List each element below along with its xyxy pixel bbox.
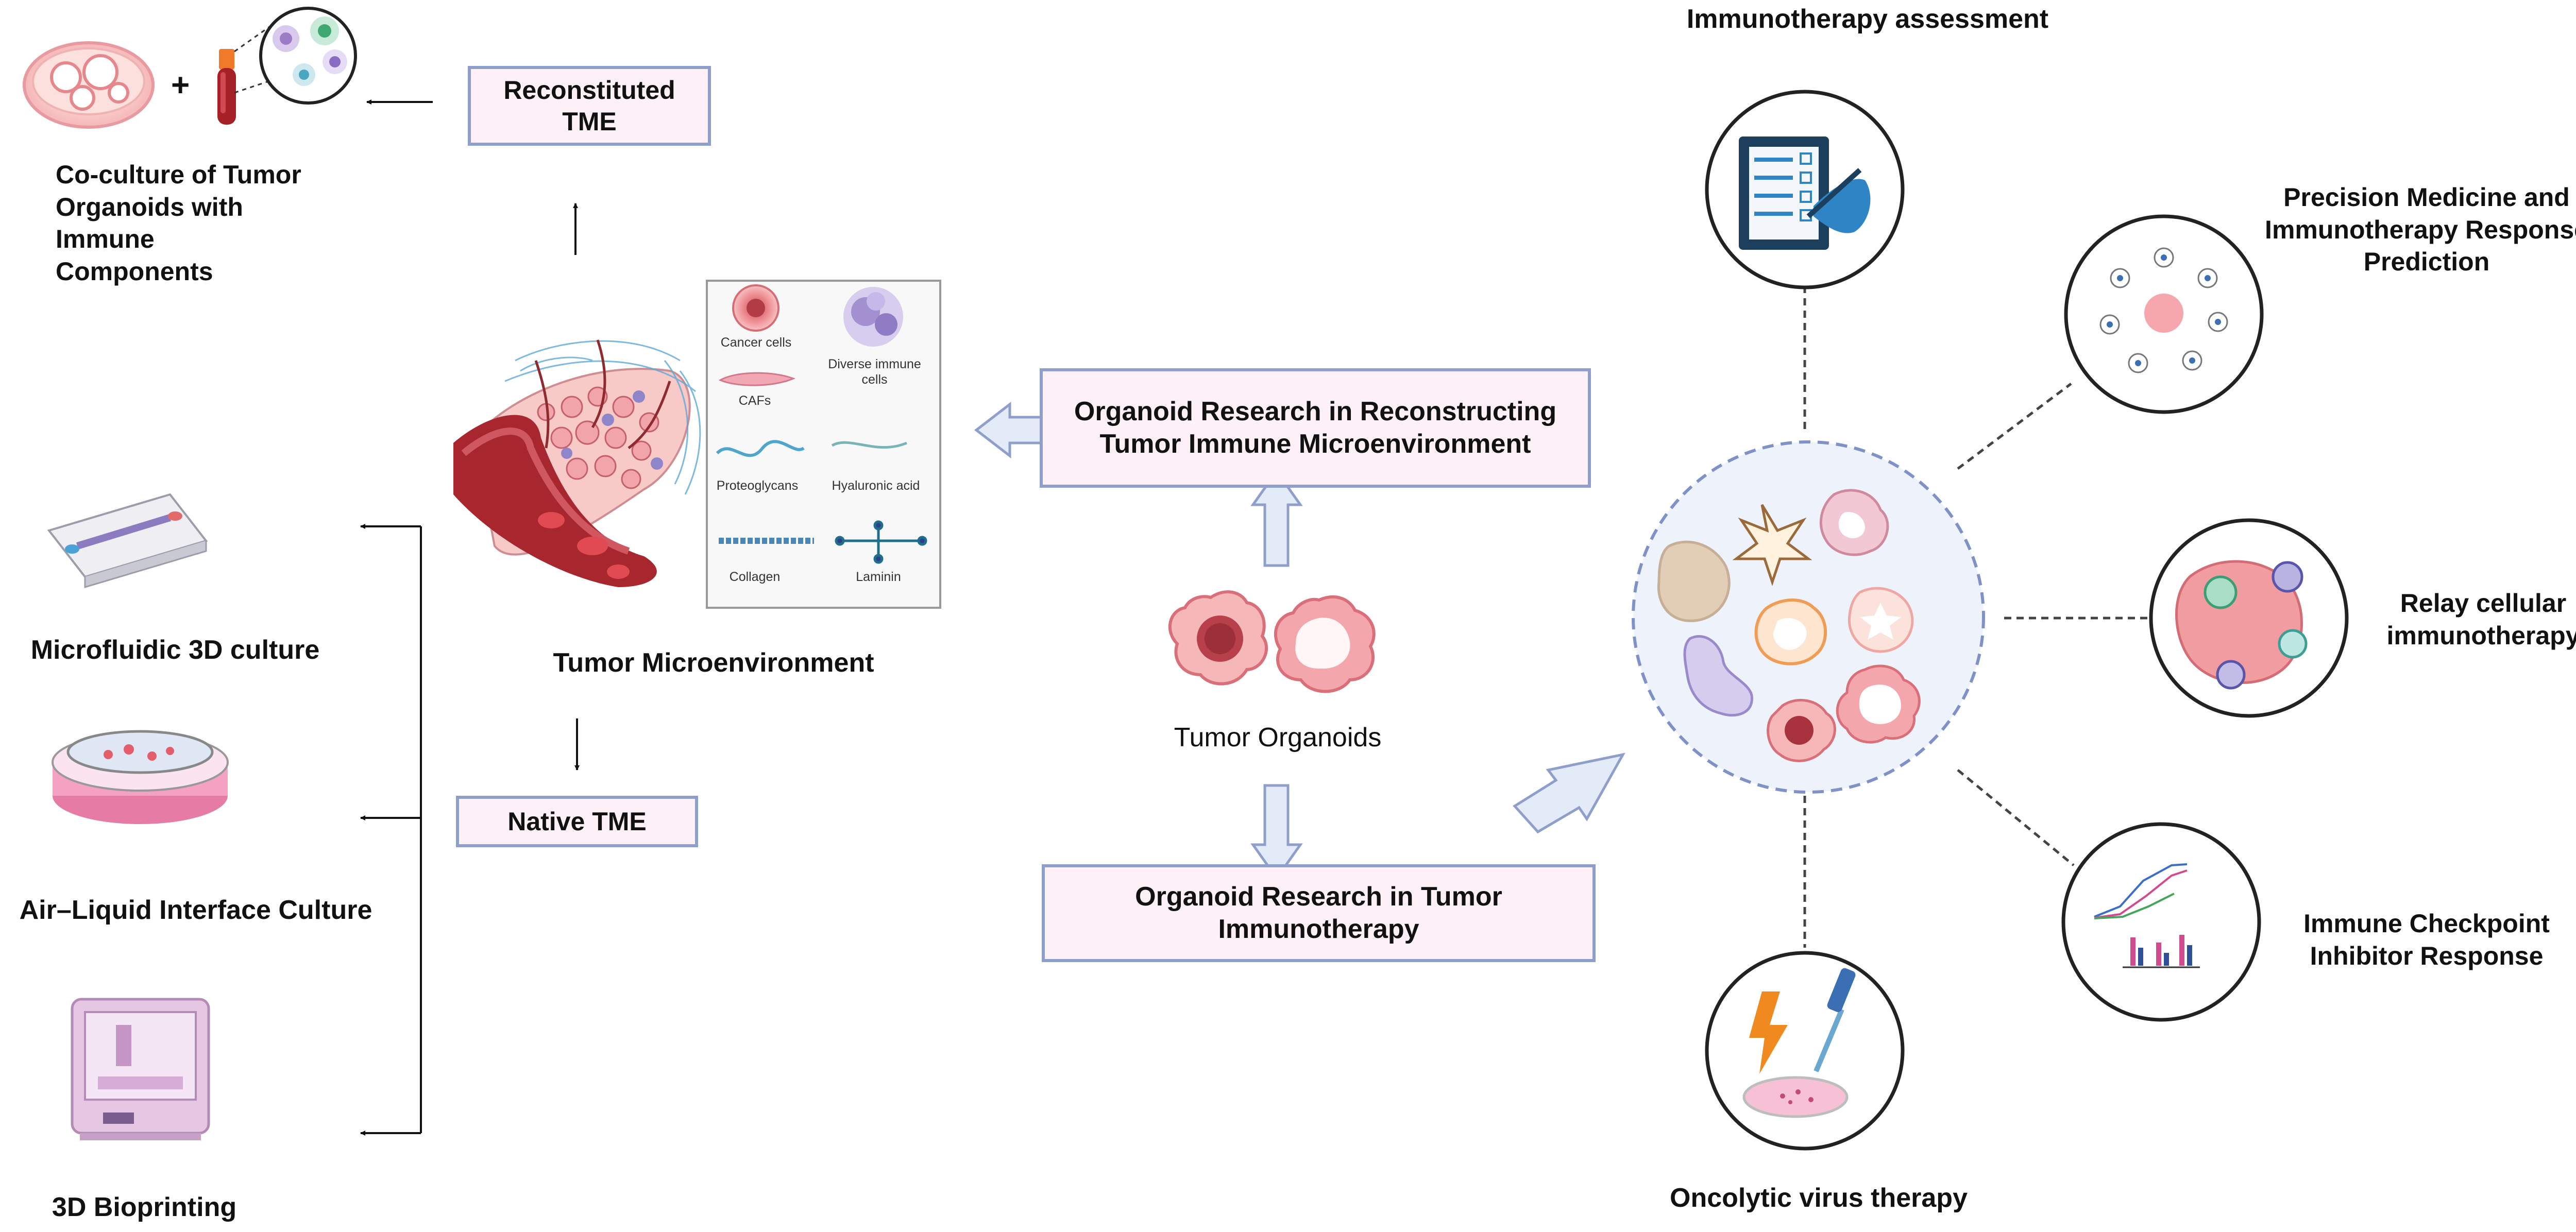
plus-sign: + [171,67,190,103]
blood-tube-icon [217,49,236,125]
cancer-cell-icon [732,284,779,332]
immunotherapy-research-box: Organoid Research in Tumor Immunotherapy [1042,864,1596,962]
method-label-bioprinting: 3D Bioprinting [52,1192,237,1222]
methods-bracket [360,524,422,1136]
block-arrow-down [1250,784,1303,881]
tumor-microenvironment-label: Tumor Microenvironment [553,648,874,678]
tumor-organoids-label: Tumor Organoids [1174,723,1382,752]
checkpoint-circle [2061,822,2261,1022]
relay-therapy-label: Relay cellular immunotherapy [2386,589,2576,650]
legend-proteoglycans-label: Proteoglycans [716,478,799,493]
tumor-organoid-hollow-icon [1274,595,1376,693]
relay-therapy-circle [2149,518,2349,718]
oncolytic-label: Oncolytic virus therapy [1670,1183,1968,1213]
tumor-microenvironment-illustration [453,339,701,587]
method-label-microfluidic: Microfluidic 3D culture [30,635,320,665]
assessment-circle [1705,90,1905,289]
hyaluronic-acid-icon [831,441,907,449]
immunotherapy-assessment-label: Immunotherapy assessment [1686,4,2049,34]
legend-hyaluronic-label: Hyaluronic acid [832,478,920,493]
air-liquid-dish-icon [52,730,229,824]
precision-medicine-label: Precision Medicine and Immunotherapy Res… [2265,183,2576,276]
laminin-icon [835,520,927,564]
organoid-variety-icons [1657,489,1921,762]
proteoglycan-icon [716,440,805,457]
precision-medicine-circle [2064,214,2264,414]
immune-cell-icon [843,287,903,347]
legend-collagen-label: Collagen [729,570,781,584]
legend-cafs-label: CAFs [738,393,771,408]
tme-research-box: Organoid Research in Reconstructing Tumo… [1040,368,1591,488]
oncolytic-circle [1705,951,1905,1151]
legend-cancer-label: Cancer cells [720,335,792,350]
tumor-organoid-solid-icon [1168,590,1268,686]
reconstituted-tme-box: Reconstituted TME [468,66,711,146]
caf-cell-icon [718,372,796,386]
block-arrow-diagonal [1513,752,1625,834]
coculture-label: Co-culture of Tumor Organoids with Immun… [56,160,301,286]
bioprinter-icon [71,998,210,1140]
petri-dish-icon [23,41,155,129]
legend-laminin-label: Laminin [856,570,901,584]
native-tme-box: Native TME [456,796,698,847]
dashed-connectors [1803,286,2148,948]
immune-cells-circle-icon [259,7,357,105]
checkpoint-label: Immune Checkpoint Inhibitor Response [2303,909,2550,970]
block-arrow-left [974,401,1045,459]
block-arrow-up [1250,469,1303,567]
method-label-air-liquid: Air–Liquid Interface Culture [19,895,372,925]
microfluidic-chip-icon [47,493,208,589]
legend-immune-label: Diverse immune cells [828,357,921,387]
